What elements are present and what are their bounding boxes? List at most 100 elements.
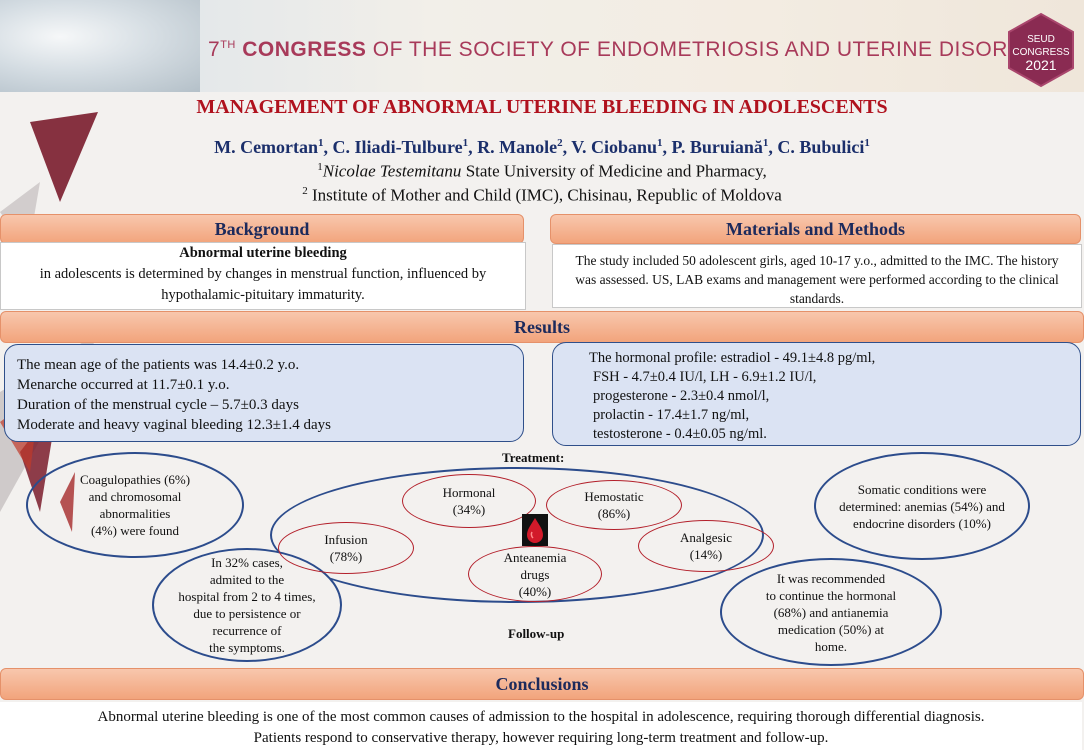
author: P. Buruiană1	[672, 137, 769, 157]
congress-title: 7TH CONGRESS OF THE SOCIETY OF ENDOMETRI…	[208, 38, 1068, 62]
statue-image	[0, 0, 200, 92]
affiliation-2: 2 Institute of Mother and Child (IMC), C…	[0, 185, 1084, 206]
affiliation-1: 1Nicolae Testemitanu State University of…	[0, 161, 1084, 182]
author-affiliation-number: 1	[462, 137, 469, 149]
congress-ordinal: 7	[208, 38, 221, 61]
oval-line: endocrine disorders (10%)	[853, 515, 991, 531]
hormone-prolactin: prolactin - 17.4±1.7 ng/ml,	[593, 407, 750, 423]
author: V. Ciobanu1	[571, 137, 662, 157]
hormone-fsh-lh: FSH - 4.7±0.4 IU/l, LH - 6.9±1.2 IU/l,	[593, 369, 817, 385]
analgesic-oval: Analgesic (14%)	[638, 520, 774, 572]
results-stats-box: The mean age of the patients was 14.4±0.…	[4, 344, 524, 442]
oval-line: (34%)	[452, 502, 486, 517]
author-list: M. Cemortan1, C. Iliadi-Tulbure1, R. Man…	[214, 137, 870, 157]
oval-line: admited to the	[209, 572, 285, 587]
methods-header: Materials and Methods	[550, 214, 1081, 244]
oval-line: Infusion	[324, 532, 368, 547]
congress-ordinal-suffix: TH	[220, 39, 236, 51]
hemostatic-oval: Hemostatic (86%)	[546, 480, 682, 530]
author-name: C. Iliadi-Tulbure	[332, 137, 463, 157]
author: C. Iliadi-Tulbure1	[333, 137, 469, 157]
stat-bleeding: Moderate and heavy vaginal bleeding 12.3…	[17, 417, 331, 433]
author-affiliation-number: 1	[657, 137, 663, 149]
background-bold-line: Abnormal uterine bleeding	[179, 245, 347, 261]
oval-line: medication (50%) at	[777, 621, 885, 637]
oval-line: Somatic conditions were	[857, 481, 987, 497]
recommendation-oval: It was recommended to continue the hormo…	[720, 558, 942, 666]
methods-box: The study included 50 adolescent girls, …	[552, 244, 1082, 308]
oval-line: and chromosomal	[88, 489, 182, 504]
affiliation-text: Institute of Mother and Child (IMC), Chi…	[307, 185, 782, 205]
oval-line: Analgesic	[680, 530, 732, 545]
seud-logo: SEUD CONGRESS 2021	[1008, 12, 1074, 88]
author-name: C. Bubulici	[777, 137, 865, 157]
results-header: Results	[0, 311, 1084, 343]
affiliation-number: 1	[317, 161, 323, 173]
infusion-oval: Infusion (78%)	[278, 522, 414, 574]
logo-line-3: 2021	[1025, 57, 1056, 73]
author-name: P. Buruiană	[671, 137, 763, 157]
author-affiliation-number: 2	[557, 137, 563, 149]
oval-line: due to persistence or	[193, 606, 301, 621]
oval-line: recurrence of	[212, 623, 282, 638]
oval-line: hospital from 2 to 4 times,	[178, 589, 316, 604]
affiliation-italic: Nicolae Testemitanu	[322, 161, 462, 181]
methods-text: The study included 50 adolescent girls, …	[575, 253, 1059, 306]
oval-line: (40%)	[518, 583, 552, 599]
affiliation-number: 2	[302, 185, 308, 197]
author: C. Bubulici1	[777, 137, 870, 157]
author-name: R. Manole	[477, 137, 558, 157]
oval-line: (78%)	[329, 549, 363, 564]
hormone-progesterone: progesterone - 2.3±0.4 nmol/l,	[593, 388, 770, 404]
affiliation-text: State University of Medicine and Pharmac…	[461, 161, 767, 181]
hormone-estradiol: The hormonal profile: estradiol - 49.1±4…	[589, 350, 876, 366]
stat-menarche: Menarche occurred at 11.7±0.1 y.o.	[17, 377, 230, 393]
treatment-label: Treatment:	[502, 450, 565, 465]
oval-line: Anteanemia	[503, 549, 567, 565]
oval-line: home.	[814, 638, 848, 654]
poster-title: MANAGEMENT OF ABNORMAL UTERINE BLEEDING …	[196, 96, 888, 118]
hormonal-oval: Hormonal (34%)	[402, 474, 536, 528]
background-text: in adolescents is determined by changes …	[39, 266, 487, 303]
author-name: M. Cemortan	[214, 137, 319, 157]
author-affiliation-number: 1	[762, 137, 769, 149]
oval-line: to continue the hormonal	[765, 587, 897, 603]
oval-line: (4%) were found	[90, 523, 180, 538]
conclusions-box: Abnormal uterine bleeding is one of the …	[0, 702, 1082, 750]
oval-line: Coagulopathies (6%)	[79, 472, 191, 487]
oval-line: determined: anemias (54%) and	[839, 498, 1005, 514]
conclusion-line-2: Patients respond to conservative therapy…	[253, 730, 829, 746]
oval-line: drugs	[520, 566, 550, 582]
oval-line: Hemostatic	[584, 489, 644, 504]
author-name: V. Ciobanu	[571, 137, 658, 157]
oval-line: (86%)	[597, 506, 631, 521]
logo-line-1: SEUD	[1027, 34, 1055, 45]
congress-word: CONGRESS	[242, 38, 367, 61]
blood-drop-icon	[522, 514, 548, 546]
author: M. Cemortan1	[214, 137, 323, 157]
congress-name: OF THE SOCIETY OF ENDOMETRIOSIS AND UTER…	[372, 38, 1069, 61]
logo-line-2: CONGRESS	[1012, 47, 1070, 58]
oval-line: In 32% cases,	[211, 555, 283, 570]
hormonal-profile-box: The hormonal profile: estradiol - 49.1±4…	[552, 342, 1081, 446]
author-affiliation-number: 1	[864, 137, 870, 149]
conclusion-line-1: Abnormal uterine bleeding is one of the …	[97, 709, 985, 725]
oval-line: Hormonal	[442, 485, 496, 500]
congress-banner: 7TH CONGRESS OF THE SOCIETY OF ENDOMETRI…	[0, 0, 1084, 92]
author: R. Manole2	[477, 137, 563, 157]
oval-line: the symptoms.	[209, 640, 285, 655]
somatic-oval: Somatic conditions were determined: anem…	[814, 452, 1030, 560]
stat-mean-age: The mean age of the patients was 14.4±0.…	[17, 357, 300, 373]
background-box: Abnormal uterine bleeding in adolescents…	[0, 242, 526, 310]
followup-label: Follow-up	[508, 626, 565, 641]
oval-line: (68%) and antianemia	[773, 604, 889, 620]
hormone-testosterone: testosterone - 0.4±0.05 ng/ml.	[593, 426, 767, 442]
author-affiliation-number: 1	[318, 137, 324, 149]
background-header: Background	[0, 214, 524, 244]
oval-line: It was recommended	[776, 570, 886, 586]
oval-line: (14%)	[689, 547, 723, 562]
oval-line: abnormalities	[99, 506, 171, 521]
conclusions-header: Conclusions	[0, 668, 1084, 700]
coagulopathies-oval: Coagulopathies (6%) and chromosomal abno…	[26, 452, 244, 558]
